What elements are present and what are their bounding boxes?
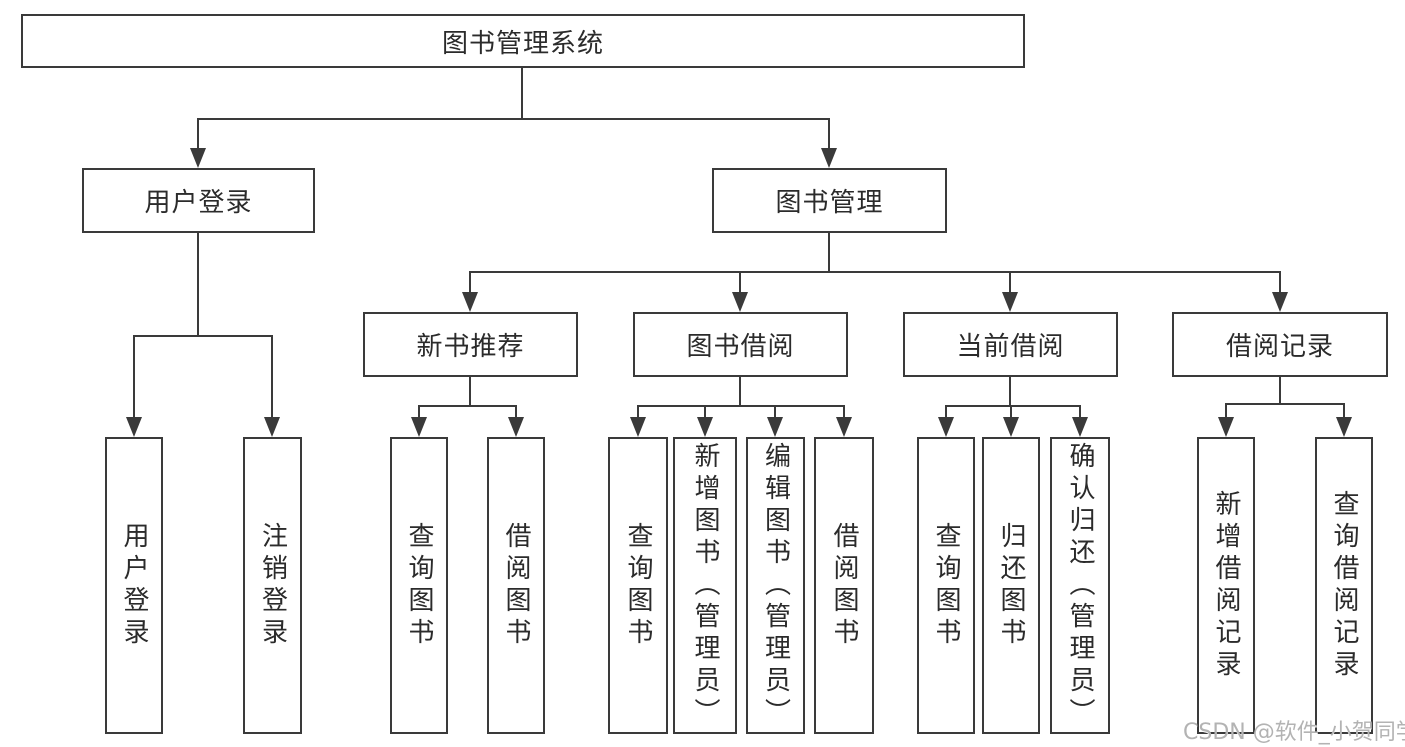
node-root: 图书管理系统: [21, 14, 1025, 68]
connector-line: [828, 233, 830, 271]
connector-line: [1009, 271, 1011, 298]
connector-line: [469, 377, 471, 405]
connector-line: [1279, 271, 1281, 298]
arrow-down-icon: [630, 417, 646, 437]
leaf-records-query-record: 查询借阅记录: [1315, 437, 1373, 734]
leaf-borrow-add-book-label: 新增图书（管理员）: [690, 441, 720, 730]
connector-line: [1079, 405, 1081, 423]
arrow-down-icon: [767, 417, 783, 437]
connector-line: [1225, 403, 1345, 405]
arrow-down-icon: [836, 417, 852, 437]
arrow-down-icon: [264, 417, 280, 437]
connector-line: [945, 405, 1081, 407]
connector-line: [197, 233, 199, 335]
leaf-recommend-query-book: 查询图书: [390, 437, 448, 734]
connector-line: [197, 118, 199, 154]
leaf-current-query-book-label: 查询图书: [931, 521, 961, 650]
connector-line: [197, 118, 830, 120]
arrow-down-icon: [1072, 417, 1088, 437]
arrow-down-icon: [1336, 417, 1352, 437]
connector-line: [828, 118, 830, 154]
connector-line: [637, 405, 845, 407]
arrow-down-icon: [1218, 417, 1234, 437]
connector-line: [418, 405, 420, 423]
connector-line: [271, 335, 273, 423]
leaf-records-add-record-label: 新增借阅记录: [1211, 489, 1241, 682]
arrow-down-icon: [732, 292, 748, 312]
leaf-borrow-edit-book: 编辑图书（管理员）: [746, 437, 805, 734]
arrow-down-icon: [508, 417, 524, 437]
connector-line: [843, 405, 845, 423]
arrow-down-icon: [462, 292, 478, 312]
leaf-records-add-record: 新增借阅记录: [1197, 437, 1255, 734]
leaf-current-confirm-return-label: 确认归还（管理员）: [1065, 441, 1095, 730]
leaf-logout: 注销登录: [243, 437, 302, 734]
connector-line: [469, 271, 471, 298]
connector-line: [1225, 403, 1227, 423]
leaf-current-return-book-label: 归还图书: [996, 521, 1026, 650]
leaf-borrow-query-book-label: 查询图书: [623, 521, 653, 650]
connector-line: [637, 405, 639, 423]
leaf-logout-label: 注销登录: [257, 521, 288, 650]
arrow-down-icon: [411, 417, 427, 437]
connector-line: [515, 405, 517, 423]
leaf-borrow-edit-book-label: 编辑图书（管理员）: [760, 441, 791, 730]
connector-line: [945, 405, 947, 423]
arrow-down-icon: [1272, 292, 1288, 312]
leaf-recommend-borrow-book: 借阅图书: [487, 437, 545, 734]
connector-line: [418, 405, 517, 407]
leaf-borrow-borrow-book-label: 借阅图书: [829, 521, 859, 650]
connector-line: [1009, 377, 1011, 405]
leaf-borrow-borrow-book: 借阅图书: [814, 437, 874, 734]
connector-line: [1343, 403, 1345, 423]
arrow-down-icon: [190, 148, 206, 168]
connector-line: [469, 271, 1281, 273]
node-current-borrow-label: 当前借阅: [956, 332, 1065, 362]
arrow-down-icon: [938, 417, 954, 437]
arrow-down-icon: [1002, 292, 1018, 312]
leaf-records-query-record-label: 查询借阅记录: [1329, 489, 1359, 682]
connector-line: [704, 405, 706, 423]
node-new-book-recommend: 新书推荐: [363, 312, 578, 377]
leaf-current-query-book: 查询图书: [917, 437, 975, 734]
leaf-borrow-query-book: 查询图书: [608, 437, 668, 734]
connector-line: [1010, 405, 1012, 423]
node-new-book-recommend-label: 新书推荐: [416, 332, 525, 362]
node-book-management-label: 图书管理: [775, 188, 884, 218]
node-borrow-records: 借阅记录: [1172, 312, 1388, 377]
connector-line: [133, 335, 273, 337]
leaf-current-confirm-return: 确认归还（管理员）: [1050, 437, 1110, 734]
connector-line: [521, 68, 523, 118]
connector-line: [739, 377, 741, 405]
node-current-borrow: 当前借阅: [903, 312, 1118, 377]
leaf-recommend-query-book-label: 查询图书: [404, 521, 434, 650]
connector-line: [1279, 377, 1281, 403]
leaf-user-login-label: 用户登录: [119, 521, 149, 650]
node-book-borrow: 图书借阅: [633, 312, 848, 377]
arrow-down-icon: [1003, 417, 1019, 437]
arrow-down-icon: [697, 417, 713, 437]
csdn-watermark: CSDN @软件_小贺同学: [1183, 720, 1405, 745]
connector-line: [739, 271, 741, 298]
node-book-borrow-label: 图书借阅: [686, 332, 795, 362]
node-book-management: 图书管理: [712, 168, 947, 233]
connector-line: [774, 405, 776, 423]
connector-line: [133, 335, 135, 423]
node-root-label: 图书管理系统: [441, 28, 604, 59]
arrow-down-icon: [821, 148, 837, 168]
leaf-borrow-add-book: 新增图书（管理员）: [673, 437, 737, 734]
arrow-down-icon: [126, 417, 142, 437]
leaf-current-return-book: 归还图书: [982, 437, 1040, 734]
node-user-login-label: 用户登录: [144, 188, 253, 218]
node-user-login: 用户登录: [82, 168, 315, 233]
leaf-user-login: 用户登录: [105, 437, 163, 734]
node-borrow-records-label: 借阅记录: [1225, 332, 1334, 362]
leaf-recommend-borrow-book-label: 借阅图书: [501, 521, 531, 650]
